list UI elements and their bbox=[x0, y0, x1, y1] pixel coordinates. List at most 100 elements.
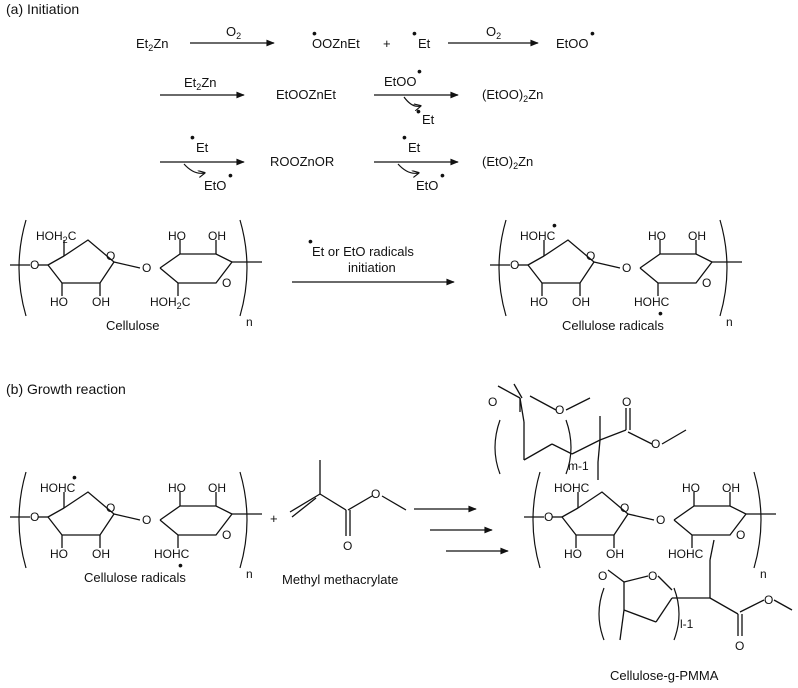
repeat-index-l: l-1 bbox=[680, 617, 694, 631]
atom-o: O bbox=[702, 276, 711, 290]
intermediate-rooznor: ROOZnOR bbox=[270, 154, 334, 169]
atom-ho: HO bbox=[648, 229, 666, 243]
radical-dot: • bbox=[412, 25, 417, 41]
section-b-title: (b) Growth reaction bbox=[6, 381, 126, 397]
initiation-row-3: • Et EtO • ROOZnOR • Et EtO • (EtO)2Zn bbox=[160, 129, 533, 193]
methyl-methacrylate-structure: O O Methyl methacrylate bbox=[282, 460, 407, 587]
byproduct-et: Et bbox=[422, 112, 435, 127]
label-cellulose: Cellulose bbox=[106, 318, 159, 333]
atom-oh: OH bbox=[208, 229, 226, 243]
radical-et: Et bbox=[418, 36, 431, 51]
byproduct-eto: EtO bbox=[416, 178, 438, 193]
atom-o: O bbox=[142, 261, 151, 275]
atom-hohc: HOHC bbox=[554, 481, 590, 495]
atom-oh: OH bbox=[92, 547, 110, 561]
radical-dot: • bbox=[228, 167, 233, 183]
plus-sign: + bbox=[270, 511, 278, 526]
arrow-label-o2: O2 bbox=[226, 24, 241, 41]
atom-o: O bbox=[371, 487, 380, 501]
arrow-label-o2: O2 bbox=[486, 24, 501, 41]
radical-dot: • bbox=[308, 233, 313, 249]
atom-o: O bbox=[343, 539, 352, 553]
atom-hohc: HOHC bbox=[634, 295, 670, 309]
atom-o: O bbox=[142, 513, 151, 527]
arrow-label-et: Et bbox=[408, 140, 421, 155]
initiation-row-1: Et2Zn O2 • OOZnEt + • Et O2 EtOO • bbox=[136, 24, 595, 53]
atom-o: O bbox=[30, 258, 39, 272]
repeat-index-n: n bbox=[760, 567, 767, 581]
atom-o: O bbox=[222, 276, 231, 290]
atom-o: O bbox=[586, 249, 595, 263]
arrow-label-et: Et bbox=[196, 140, 209, 155]
atom-hoh2c: HOH2C bbox=[150, 295, 191, 311]
reactant-et2zn: Et2Zn bbox=[136, 36, 168, 53]
atom-oh: OH bbox=[92, 295, 110, 309]
product-etoo: EtOO bbox=[556, 36, 589, 51]
atom-o: O bbox=[622, 261, 631, 275]
atom-hohc: HOHC bbox=[154, 547, 190, 561]
atom-o: O bbox=[736, 528, 745, 542]
atom-o: O bbox=[30, 510, 39, 524]
radical-dot: • bbox=[178, 557, 183, 573]
atom-o: O bbox=[735, 639, 744, 653]
cellulose-radicals-structure: HOHC • O O O O HO OH HO OH HOHC • n Cell… bbox=[489, 217, 743, 333]
byproduct-curved-arrow bbox=[397, 163, 418, 173]
radical-dot: • bbox=[417, 63, 422, 79]
cellulose-radicals-structure: HOHC • O O O O HO OH HO OH HOHC • n Cell… bbox=[9, 469, 263, 585]
arrow-label-et2zn: Et2Zn bbox=[184, 75, 216, 92]
section-a-title: (a) Initiation bbox=[6, 1, 79, 17]
atom-ho: HO bbox=[50, 295, 68, 309]
radical-dot: • bbox=[658, 305, 663, 321]
atom-oh: OH bbox=[722, 481, 740, 495]
intermediate-etooznet: EtOOZnEt bbox=[276, 87, 336, 102]
label-cellulose-radicals: Cellulose radicals bbox=[84, 570, 186, 585]
atom-o: O bbox=[106, 249, 115, 263]
atom-oh: OH bbox=[208, 481, 226, 495]
atom-ho: HO bbox=[50, 547, 68, 561]
radical-dot: • bbox=[190, 129, 195, 145]
atom-hohc: HOHC bbox=[668, 547, 704, 561]
product-eto2zn: (EtO)2Zn bbox=[482, 154, 533, 171]
radical-dot: • bbox=[312, 25, 317, 41]
atom-o: O bbox=[622, 395, 631, 409]
byproduct-curved-arrow bbox=[183, 163, 204, 173]
atom-o: O bbox=[222, 528, 231, 542]
label-cellulose-radicals: Cellulose radicals bbox=[562, 318, 664, 333]
atom-o: O bbox=[620, 501, 629, 515]
byproduct-eto: EtO bbox=[204, 178, 226, 193]
atom-oh: OH bbox=[688, 229, 706, 243]
atom-o: O bbox=[648, 569, 657, 583]
radical-dot: • bbox=[402, 129, 407, 145]
atom-o: O bbox=[510, 258, 519, 272]
byproduct-curved-arrow bbox=[403, 96, 420, 106]
repeat-index-m: m-1 bbox=[568, 459, 589, 473]
atom-hoh2c: HOH2C bbox=[36, 229, 77, 245]
plus-sign: + bbox=[383, 36, 391, 51]
radical-dot: • bbox=[416, 103, 421, 119]
atom-o: O bbox=[555, 403, 564, 417]
repeat-index-n: n bbox=[246, 315, 253, 329]
atom-o: O bbox=[651, 437, 660, 451]
atom-ho: HO bbox=[168, 481, 186, 495]
repeat-index-n: n bbox=[246, 567, 253, 581]
radical-dot: • bbox=[440, 167, 445, 183]
product-etoo2zn: (EtOO)2Zn bbox=[482, 87, 543, 104]
atom-hohc: HOHC bbox=[40, 481, 76, 495]
atom-oh: OH bbox=[572, 295, 590, 309]
atom-ho: HO bbox=[530, 295, 548, 309]
radical-dot: • bbox=[72, 469, 77, 485]
atom-ho: HO bbox=[564, 547, 582, 561]
atom-o: O bbox=[764, 593, 773, 607]
arrow-label-etoo: EtOO bbox=[384, 74, 417, 89]
repeat-index-n: n bbox=[726, 315, 733, 329]
cellulose-g-pmma-structure: HOHC O O O O HO OH HO OH HOHC n bbox=[488, 383, 793, 683]
atom-o: O bbox=[106, 501, 115, 515]
arrow-label-radicals: Et or EtO radicals bbox=[312, 244, 414, 259]
radical-dot: • bbox=[552, 217, 557, 233]
atom-ho: HO bbox=[168, 229, 186, 243]
label-cellulose-g-pmma: Cellulose-g-PMMA bbox=[610, 668, 719, 683]
label-methyl-methacrylate: Methyl methacrylate bbox=[282, 572, 398, 587]
initiation-row-2: Et2Zn EtOOZnEt EtOO • • Et (EtOO)2Zn bbox=[160, 63, 543, 127]
product-ooznet: OOZnEt bbox=[312, 36, 360, 51]
